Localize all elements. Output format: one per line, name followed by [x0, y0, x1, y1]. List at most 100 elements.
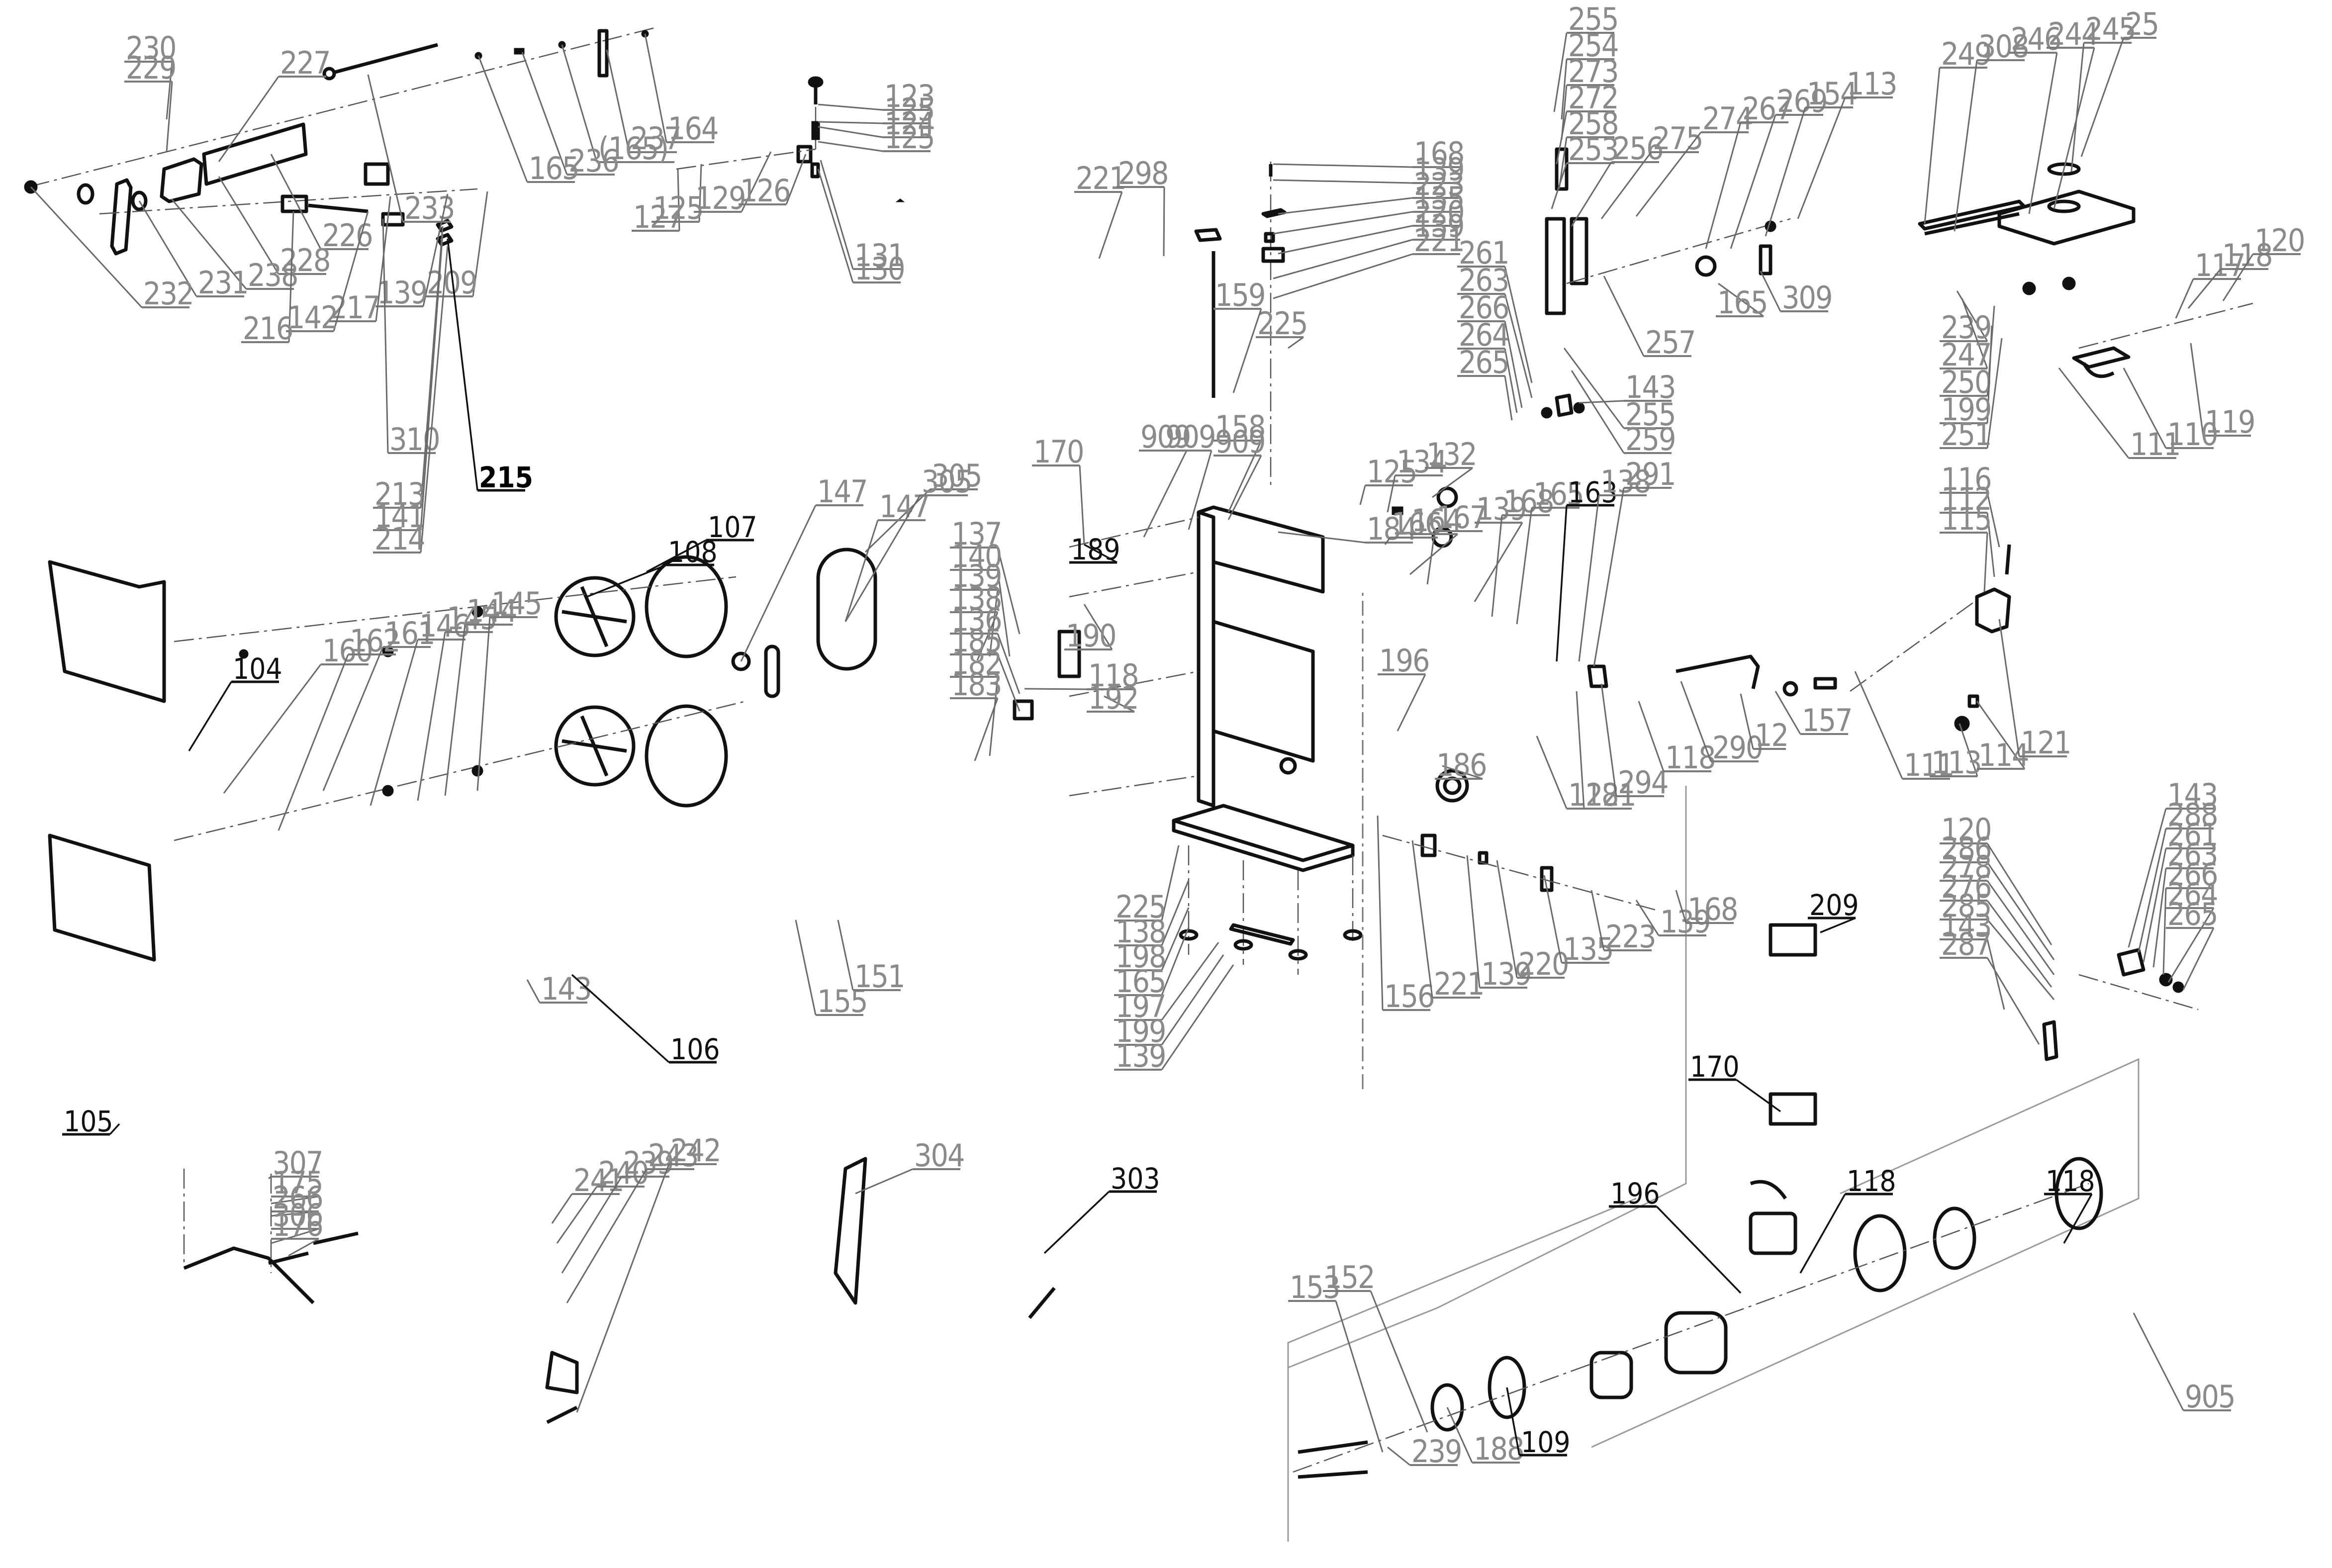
callout-135: 135 — [1273, 180, 1465, 235]
leader-line — [1432, 467, 1473, 498]
callout-183: 183 — [950, 666, 1002, 761]
callout-225: 225 — [1114, 845, 1180, 925]
leader-line — [166, 81, 173, 152]
part-number-label: 198 — [1116, 938, 1165, 975]
leader-line — [741, 151, 772, 212]
part-number-label: 129 — [695, 180, 745, 216]
callout-141: 141 — [373, 233, 444, 535]
leader-line — [1976, 701, 2026, 769]
callout-112: 112 — [1940, 481, 1995, 577]
callout-308: 308 — [1954, 28, 2029, 232]
part-number-label: 116 — [1941, 461, 1991, 497]
callout-168: 168 — [1491, 483, 1554, 617]
leader-line — [1278, 197, 1413, 215]
part-number-label: 223 — [1605, 919, 1655, 955]
part-number-label: 306 — [273, 1197, 322, 1233]
leader-line — [820, 160, 854, 270]
callout-139: 139 — [1273, 208, 1465, 279]
part-number-label: 267 — [1742, 91, 1792, 127]
callout-909: 909 — [1139, 419, 1191, 538]
part-number-label: 168 — [1503, 483, 1553, 520]
part-number-label: 170 — [1033, 434, 1083, 470]
part-number-label: 196 — [1379, 643, 1429, 679]
callout-209: 209 — [1808, 888, 1859, 933]
leader-line — [576, 1164, 670, 1413]
part-number-label: 156 — [1384, 978, 1434, 1015]
leader-line — [1578, 495, 1600, 662]
leader-line — [1161, 954, 1224, 1045]
leader-line — [1143, 450, 1188, 538]
callout-266: 266 — [271, 1180, 323, 1217]
leader-line — [1986, 957, 2040, 1045]
leader-line — [1760, 271, 1781, 312]
callout-310: 310 — [382, 218, 440, 458]
leader-line — [740, 505, 817, 662]
callout-251: 251 — [1940, 338, 2003, 453]
part-number-label: 228 — [280, 242, 330, 278]
callout-273: 273 — [1561, 53, 1619, 140]
part-number-label: 120 — [1941, 812, 1991, 848]
leader-line — [818, 121, 883, 124]
part-number-label: 258 — [1568, 105, 1618, 142]
callout-303: 303 — [1043, 1162, 1160, 1254]
part-number-label: 162 — [350, 623, 399, 659]
leader-line — [1561, 59, 1568, 120]
callout-239: 239 — [1940, 290, 1992, 346]
leader-line — [997, 654, 1021, 712]
leader-line — [1590, 890, 1605, 951]
callout-196: 196 — [1609, 1177, 1742, 1294]
part-number-label: 25 — [2125, 6, 2158, 42]
part-number-label: 220 — [1518, 946, 1568, 982]
leader-line — [1504, 293, 1533, 398]
part-number-label: 239 — [1941, 309, 1991, 346]
leader-line — [1986, 325, 1993, 424]
leader-line — [268, 1176, 272, 1180]
leader-line — [2133, 1312, 2184, 1411]
leader-line — [1387, 475, 1396, 513]
part-number-label: 115 — [1941, 501, 1991, 537]
part-number-label: 160 — [322, 633, 372, 669]
leader-line — [1820, 917, 1856, 933]
leader-line — [1188, 450, 1213, 530]
leader-line — [1600, 683, 1617, 797]
leader-line — [1161, 880, 1190, 946]
leader-line — [1536, 736, 1568, 809]
leader-line — [521, 52, 568, 175]
leader-line — [1553, 32, 1568, 112]
leader-line — [109, 1123, 120, 1135]
leader-line — [606, 49, 630, 153]
callout-151: 151 — [837, 920, 905, 995]
part-number-label: 266 — [1459, 289, 1508, 326]
leader-line — [417, 632, 446, 801]
leader-line — [818, 141, 883, 152]
leader-line — [1718, 282, 1764, 317]
part-number-label: 131 — [854, 237, 904, 274]
leader-line — [2175, 278, 2194, 319]
leader-line — [1638, 701, 1665, 772]
leader-line — [1370, 1291, 1428, 1433]
part-number-label: 127 — [633, 199, 683, 235]
part-number-label: 263 — [2167, 836, 2217, 873]
part-number-label: 227 — [280, 45, 330, 81]
leader-line — [1954, 60, 1978, 232]
part-number-label: 290 — [1712, 730, 1762, 766]
leader-line — [571, 974, 670, 1063]
callout-263: 263 — [1457, 262, 1533, 398]
callout-229: 229 — [124, 50, 177, 152]
part-number-label: 163 — [1568, 475, 1618, 509]
callout-223: 223 — [1278, 166, 1465, 215]
callout-267: 267 — [1705, 91, 1793, 249]
callout-266: 266 — [2162, 856, 2218, 975]
callout-137: 137 — [950, 516, 1021, 635]
leader-line — [1273, 163, 1413, 168]
leader-line — [1571, 370, 1625, 454]
part-number-label: 264 — [2167, 876, 2217, 913]
leader-line — [997, 633, 1021, 694]
callout-290: 290 — [1680, 681, 1763, 766]
callout-254: 254 — [1561, 27, 1619, 120]
callout-165: 165 — [1114, 927, 1190, 1000]
part-number-label: 138 — [951, 580, 1001, 617]
callout-909: 909 — [1164, 419, 1216, 530]
leader-line — [2190, 343, 2204, 436]
part-number-label: 221 — [1434, 966, 1484, 1002]
